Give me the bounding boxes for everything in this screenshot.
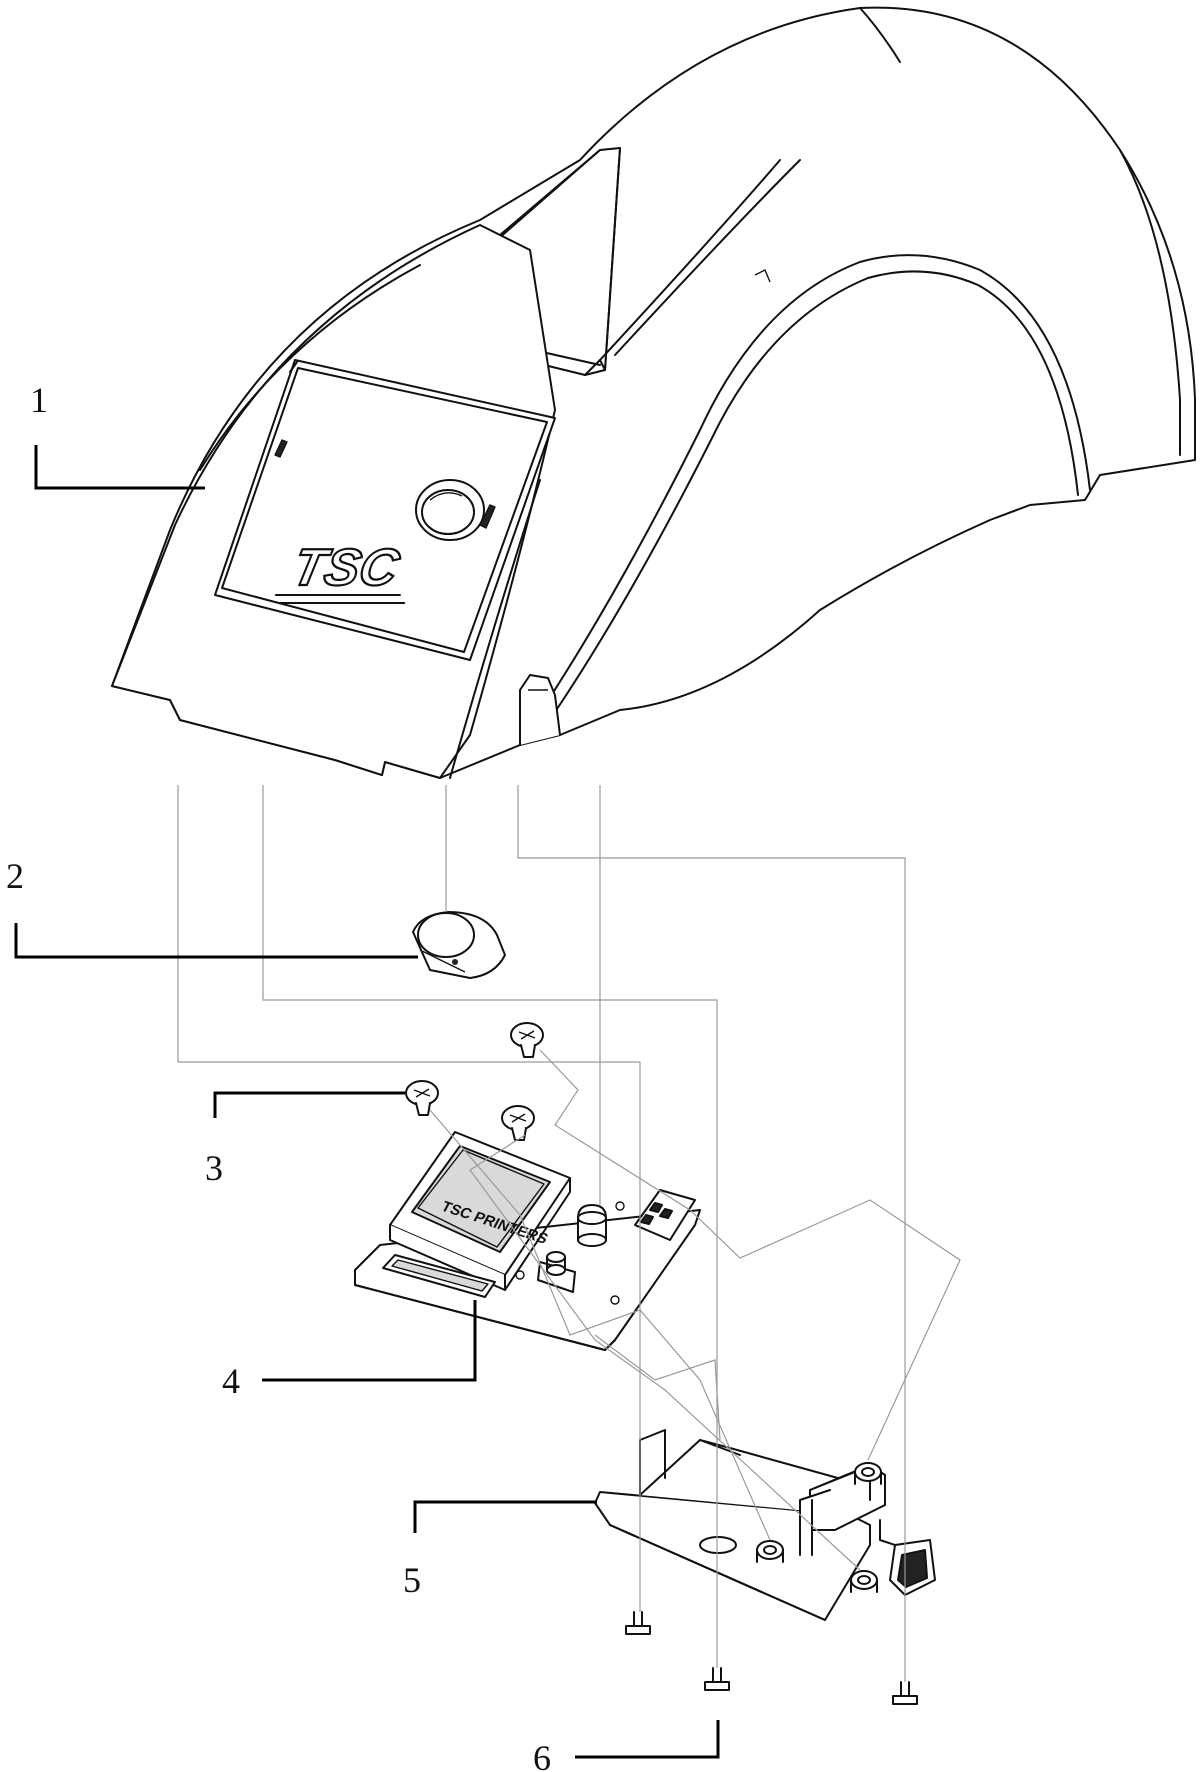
callout-2: 2 xyxy=(6,856,24,896)
callout-3: 3 xyxy=(205,1148,223,1188)
button-cap xyxy=(412,911,506,979)
callout-4: 4 xyxy=(222,1361,240,1401)
callout-1: 1 xyxy=(30,380,48,420)
control-pcb xyxy=(354,1131,701,1351)
callout-6: 6 xyxy=(533,1738,551,1772)
top-cover xyxy=(111,6,1196,779)
bottom-screws xyxy=(625,1611,918,1705)
pcb-screws xyxy=(405,1022,544,1141)
screw-left xyxy=(405,1080,439,1116)
bottom-screw-left xyxy=(625,1611,651,1635)
bottom-screw-middle xyxy=(704,1667,730,1691)
cover-logo: TSC xyxy=(274,537,406,604)
screw-upper xyxy=(510,1022,544,1058)
bottom-screw-right xyxy=(892,1681,918,1705)
assembly-guide-lines xyxy=(177,785,961,1682)
mounting-bracket xyxy=(594,1429,936,1621)
callout-labels: 1 2 3 4 5 6 xyxy=(6,380,551,1772)
cover-logo-text: TSC xyxy=(287,539,404,597)
callout-leaders xyxy=(14,445,720,1759)
screw-right xyxy=(501,1105,535,1141)
callout-5: 5 xyxy=(403,1560,421,1600)
